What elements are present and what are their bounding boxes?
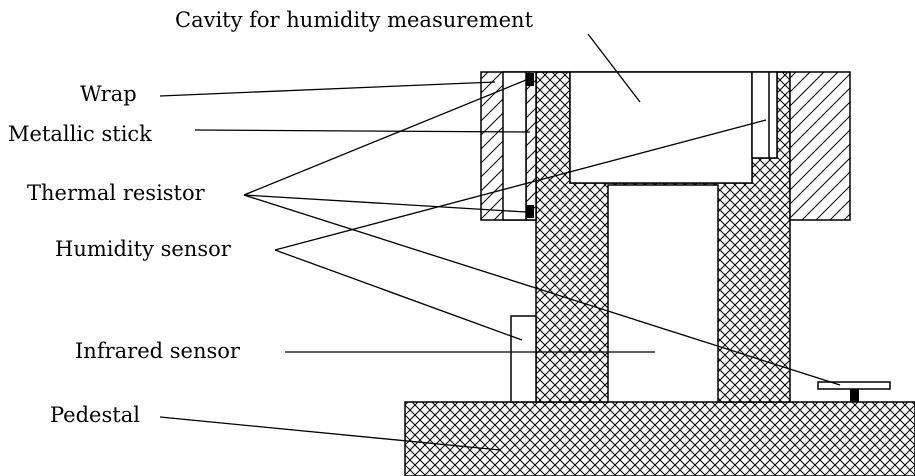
thermal-resistor-bottom <box>526 205 534 218</box>
label-cavity: Cavity for humidity measurement <box>175 8 534 32</box>
label-humidity-sensor: Humidity sensor <box>55 237 232 261</box>
humidity-cavity <box>569 71 753 184</box>
leader-lines <box>159 33 841 451</box>
side-plate <box>817 381 891 390</box>
wrap-inner-channel <box>502 71 527 221</box>
humidity-sensor-element <box>751 71 778 159</box>
label-thermal-resistor: Thermal resistor <box>27 181 206 205</box>
thermal-resistor-top <box>526 73 534 86</box>
label-pedestal: Pedestal <box>50 403 140 427</box>
pedestal-base <box>404 401 915 476</box>
metallic-stick <box>525 71 537 221</box>
thermal-resistor-plate <box>850 389 859 402</box>
infrared-sensor-element <box>510 315 537 403</box>
label-infrared-sensor: Infrared sensor <box>75 339 241 363</box>
label-wrap: Wrap <box>80 82 137 106</box>
label-metallic-stick: Metallic stick <box>8 122 152 146</box>
